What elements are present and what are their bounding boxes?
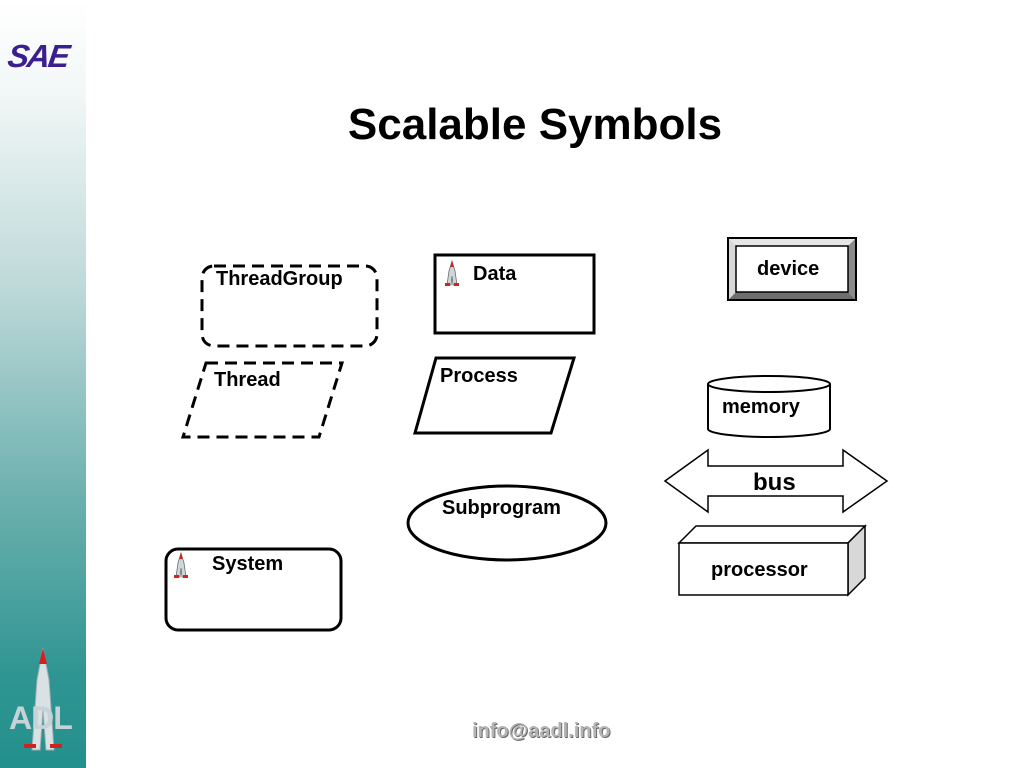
threadgroup-shape bbox=[200, 264, 379, 348]
memory-shape bbox=[707, 375, 831, 438]
sidebar-gradient bbox=[0, 0, 86, 768]
data-label: Data bbox=[473, 263, 517, 285]
thread-shape bbox=[180, 361, 345, 439]
system-rocket-icon bbox=[173, 552, 189, 579]
processor-label: processor bbox=[711, 559, 808, 581]
system-label: System bbox=[212, 553, 284, 575]
slide-title: Scalable Symbols bbox=[347, 100, 723, 149]
bus-shape bbox=[663, 448, 889, 514]
process-label: Process bbox=[440, 365, 518, 387]
data-rocket-icon bbox=[444, 260, 460, 287]
adl-rocket-logo bbox=[24, 647, 62, 751]
process-shape bbox=[413, 356, 577, 435]
memory-label: memory bbox=[722, 396, 800, 418]
device-shape bbox=[727, 237, 857, 301]
subprogram-shape bbox=[406, 484, 608, 562]
device-label: device bbox=[757, 258, 820, 280]
processor-shape bbox=[677, 524, 867, 597]
threadgroup-label: ThreadGroup bbox=[216, 268, 343, 290]
footer-email: info@aadl.info bbox=[472, 720, 611, 742]
adl-logo-text: ADL bbox=[9, 700, 73, 736]
system-shape bbox=[164, 547, 343, 632]
subprogram-label: Subprogram bbox=[442, 497, 561, 519]
bus-label: bus bbox=[753, 469, 796, 496]
data-shape bbox=[433, 253, 596, 335]
thread-label: Thread bbox=[214, 369, 281, 391]
